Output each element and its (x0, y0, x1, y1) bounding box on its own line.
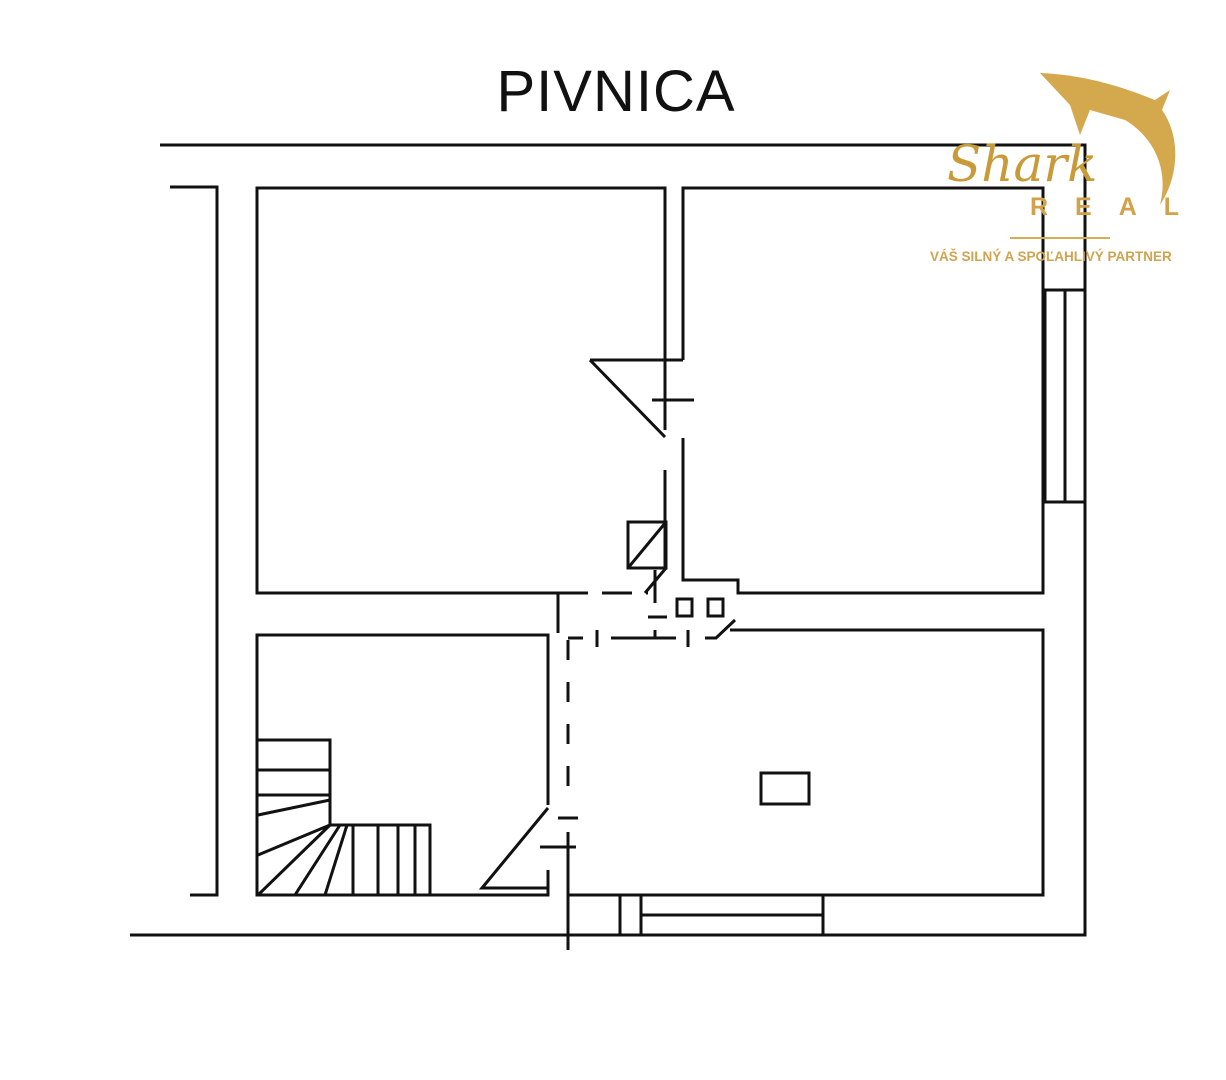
room-top-left (255, 186, 694, 633)
room-stairs (255, 633, 578, 950)
logo-word: REAL (1030, 193, 1207, 221)
shark-icon (1040, 73, 1176, 205)
room-bottom-right (568, 628, 1045, 897)
logo-script: Shark (947, 135, 1098, 193)
shark-real-logo: Shark REAL VÁŠ SILNÝ A SPOĽAHLIVÝ PARTNE… (925, 65, 1195, 275)
floor-plan-title: PIVNICA (496, 59, 736, 124)
shaft (626, 520, 668, 603)
logo-divider (1010, 237, 1110, 239)
window-bottom (618, 893, 825, 937)
outer-walls (130, 143, 1087, 937)
window-right (1043, 288, 1087, 504)
room-top-right (681, 186, 1045, 595)
logo-tagline: VÁŠ SILNÝ A SPOĽAHLIVÝ PARTNER (930, 249, 1172, 264)
